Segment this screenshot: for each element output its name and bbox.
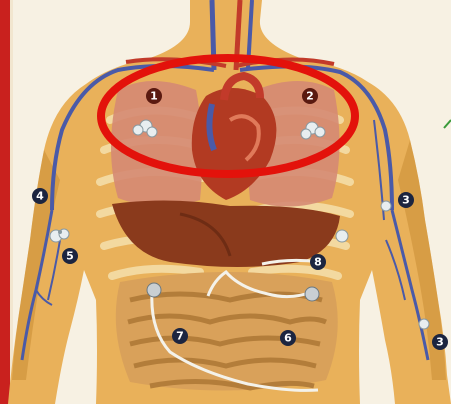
marker-1: 1 bbox=[146, 88, 162, 104]
marker-3-upper-label: 3 bbox=[402, 194, 410, 207]
marker-7-label: 7 bbox=[176, 330, 184, 343]
electrode-right-abdomen bbox=[305, 287, 319, 301]
electrode-left-abdomen bbox=[147, 283, 161, 297]
frame-left bbox=[0, 0, 10, 404]
electrode-right-upper-abdomen bbox=[336, 230, 348, 242]
frame-left-inner bbox=[10, 0, 13, 404]
marker-4: 4 bbox=[32, 188, 48, 204]
marker-1-label: 1 bbox=[150, 90, 158, 103]
electrode-right-arm bbox=[381, 201, 391, 211]
marker-3-upper: 3 bbox=[398, 192, 414, 208]
electrode-right-forearm bbox=[419, 319, 429, 329]
marker-3-lower: 3 bbox=[432, 334, 448, 350]
marker-5-label: 5 bbox=[66, 250, 74, 263]
marker-2-label: 2 bbox=[306, 90, 314, 103]
electrode-left-arm-lower bbox=[58, 230, 62, 234]
marker-8: 8 bbox=[310, 254, 326, 270]
marker-4-label: 4 bbox=[36, 190, 44, 203]
marker-8-label: 8 bbox=[314, 256, 322, 269]
marker-7: 7 bbox=[172, 328, 188, 344]
marker-6: 6 bbox=[280, 330, 296, 346]
marker-6-label: 6 bbox=[284, 332, 292, 345]
marker-5: 5 bbox=[62, 248, 78, 264]
marker-2: 2 bbox=[302, 88, 318, 104]
marker-3-lower-label: 3 bbox=[436, 336, 444, 349]
